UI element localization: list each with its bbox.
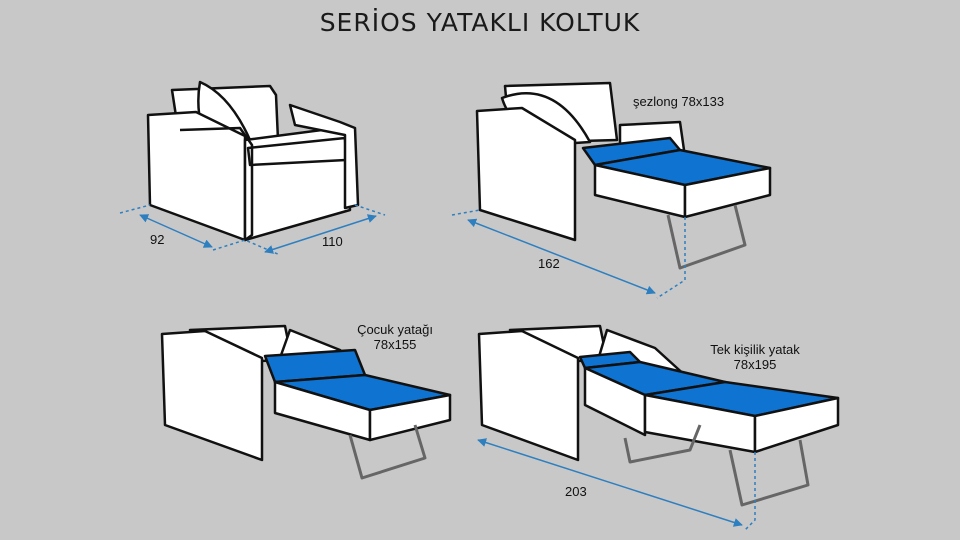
single-bed-label-line2: 78x195 [733, 357, 777, 372]
page-title: SERİOS YATAKLI KOLTUK [319, 8, 641, 37]
child-bed-label-line2: 78x155 [373, 337, 417, 352]
child-bed-label-line1: Çocuk yatağı [357, 322, 433, 337]
width-dimension: 110 [322, 234, 343, 249]
single-bed-label-line1: Tek kişilik yatak [710, 342, 800, 357]
armchair-drawing [146, 80, 360, 242]
depth-dimension: 92 [150, 232, 165, 247]
chaise-drawing [475, 81, 772, 270]
child-bed-drawing [160, 324, 452, 480]
chaise-length-dimension: 162 [538, 256, 560, 271]
single-bed-label: Tek kişilik yatak 78x195 [700, 342, 810, 372]
chaise-label: şezlong 78x133 [633, 94, 725, 109]
single-bed-length-dimension: 203 [565, 484, 587, 499]
child-bed-label: Çocuk yatağı 78x155 [350, 322, 440, 352]
